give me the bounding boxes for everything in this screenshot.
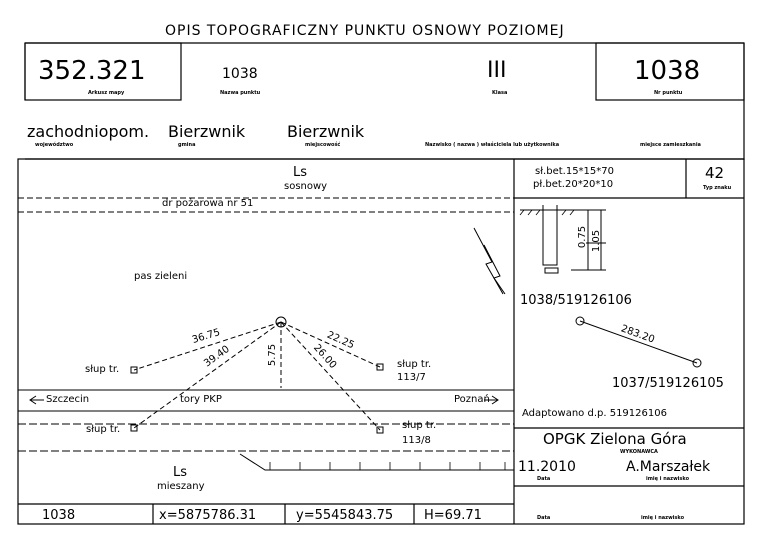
- distance-down: 5.75: [267, 343, 279, 367]
- forest-top-label: Ls: [293, 165, 308, 180]
- marker-spec-line2: pł.bet.20*20*10: [533, 179, 614, 190]
- point-name: 1038: [222, 66, 258, 82]
- pole-right-upper: słup tr.: [397, 359, 432, 370]
- pole-right-upper-number: 113/7: [397, 372, 426, 383]
- document-title: OPIS TOPOGRAFICZNY PUNKTU OSNOWY POZIOME…: [165, 23, 565, 39]
- coords-point: 1038: [42, 508, 76, 523]
- coords-y: y=5545843.75: [296, 508, 394, 523]
- date2-caption: Data: [537, 515, 551, 521]
- rail-label: tory PKP: [180, 394, 222, 405]
- commune-caption: gmina: [178, 142, 196, 148]
- owner-caption: Nazwisko ( nazwa ) właściciela lub użytk…: [425, 142, 560, 148]
- sheet-number-caption: Arkusz mapy: [88, 90, 125, 96]
- road-label: dr pożarowa nr 51: [162, 198, 254, 209]
- depth-top: 0.75: [577, 225, 589, 249]
- forest-bottom-desc: mieszany: [157, 481, 205, 492]
- coords-x: x=5875786.31: [159, 508, 257, 523]
- green-belt-label: pas zieleni: [134, 271, 188, 282]
- pole-right-lower-number: 113/8: [402, 435, 431, 446]
- locality: Bierzwnik: [287, 122, 365, 141]
- name2-caption: imię i nazwisko: [641, 515, 685, 521]
- forest-top-desc: sosnowy: [284, 181, 328, 192]
- pole-left-upper: słup tr.: [85, 364, 120, 375]
- sheet-number: 352.321: [38, 56, 146, 86]
- direction-left: Szczecin: [46, 394, 90, 405]
- voivodeship-caption: województwo: [35, 142, 74, 148]
- marker-spec-line1: sł.bet.15*15*70: [535, 166, 615, 177]
- voivodeship: zachodniopom.: [27, 122, 150, 141]
- adapted-note: Adaptowano d.p. 519126106: [522, 408, 667, 419]
- point-b-label: 1037/519126105: [612, 376, 724, 391]
- contractor-caption: WYKONAWCA: [620, 449, 658, 455]
- name-caption: imię i nazwisko: [646, 476, 690, 482]
- surveyor-name: A.Marszałek: [626, 459, 711, 475]
- pole-left-lower: słup tr.: [86, 424, 121, 435]
- commune: Bierzwnik: [168, 122, 246, 141]
- residence-caption: miejsce zamieszkania: [640, 142, 701, 148]
- point-a-label: 1038/519126106: [520, 293, 632, 308]
- direction-right: Poznań: [454, 394, 490, 405]
- date-caption: Data: [537, 476, 551, 482]
- class-caption: Klasa: [492, 90, 508, 96]
- forest-bottom-label: Ls: [173, 465, 188, 480]
- point-name-caption: Nazwa punktu: [220, 90, 261, 96]
- company-name: OPGK Zielona Góra: [543, 430, 687, 448]
- depth-total: 1.05: [591, 229, 603, 253]
- coords-h: H=69.71: [424, 508, 482, 523]
- point-number: 1038: [634, 56, 701, 86]
- marker-type-number: 42: [705, 164, 725, 182]
- marker-type-caption: Typ znaku: [703, 185, 732, 191]
- pole-right-lower: słup tr.: [402, 420, 437, 431]
- point-number-caption: Nr punktu: [654, 90, 683, 96]
- locality-caption: miejscowość: [305, 142, 341, 148]
- execution-date: 11.2010: [518, 459, 576, 475]
- class-value: III: [487, 58, 507, 83]
